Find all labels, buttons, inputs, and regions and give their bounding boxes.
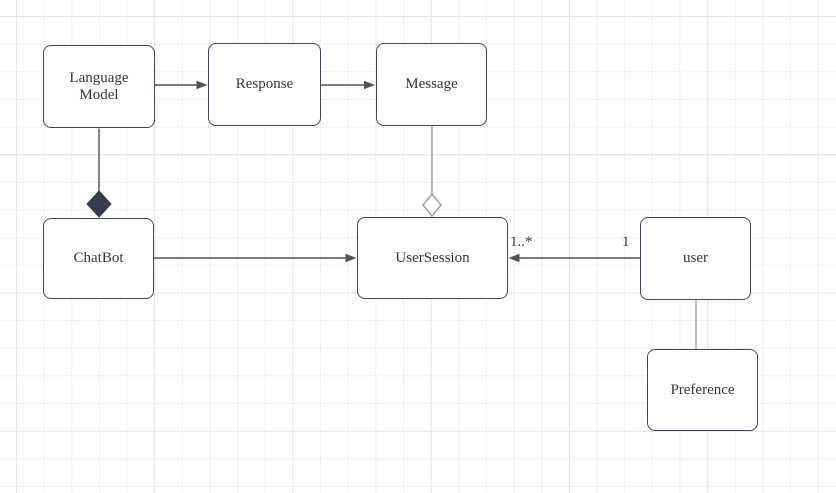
node-response[interactable]: Response	[208, 43, 321, 126]
node-user[interactable]: user	[640, 217, 751, 300]
edge-languagemodel-response[interactable]	[155, 80, 208, 90]
aggregation-diamond-icon	[422, 192, 442, 218]
arrowhead-right-icon	[364, 80, 375, 90]
node-preference[interactable]: Preference	[647, 349, 758, 431]
node-language-model[interactable]: Language Model	[43, 45, 155, 128]
node-label: Preference	[670, 381, 735, 398]
node-label: UserSession	[395, 249, 470, 266]
arrowhead-right-icon	[345, 253, 357, 263]
multiplicity-label-usersession: 1..*	[510, 234, 533, 250]
edge-chatbot-usersession[interactable]	[154, 253, 357, 263]
node-chatbot[interactable]: ChatBot	[43, 218, 154, 299]
node-label: ChatBot	[73, 250, 124, 267]
edge-message-usersession-aggregation[interactable]	[422, 126, 442, 218]
node-label: Language Model	[69, 69, 129, 103]
edge-languagemodel-chatbot-composition[interactable]	[86, 128, 112, 218]
node-message[interactable]: Message	[376, 43, 487, 126]
edge-response-message[interactable]	[321, 80, 375, 90]
multiplicity-label-user: 1	[622, 234, 630, 250]
node-label: Message	[405, 76, 458, 93]
node-label: Response	[235, 76, 294, 93]
node-label: user	[683, 250, 708, 267]
arrowhead-left-icon	[508, 253, 520, 263]
composition-diamond-icon	[86, 190, 112, 218]
edge-user-usersession[interactable]	[508, 253, 641, 263]
arrowhead-right-icon	[196, 80, 208, 90]
node-usersession[interactable]: UserSession	[357, 217, 508, 299]
